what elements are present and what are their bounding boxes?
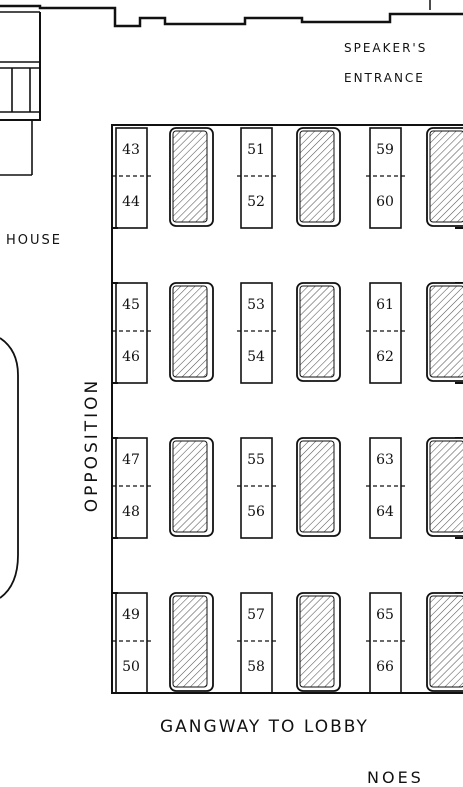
- opposition-label: OPPOSITION: [82, 377, 102, 513]
- seat-box: [240, 127, 273, 229]
- desk-hatch: [429, 595, 463, 688]
- seat-number: 57: [247, 607, 265, 623]
- desk-hatch: [299, 285, 335, 378]
- seat-number: 52: [247, 194, 265, 210]
- seat-box: [369, 127, 402, 229]
- desk-hatch: [172, 285, 208, 378]
- desk-hatch: [429, 440, 463, 533]
- gangway-label: GANGWAY TO LOBBY: [160, 717, 369, 737]
- seat-number: 45: [122, 297, 140, 313]
- seat-number: 48: [122, 504, 140, 520]
- seat-number: 59: [376, 142, 394, 158]
- seat-number: 63: [376, 452, 394, 468]
- top-wall: [0, 0, 463, 121]
- seat-box: [240, 592, 273, 694]
- seat-box: [240, 282, 273, 384]
- desk-hatch: [299, 595, 335, 688]
- entrance-label: ENTRANCE: [344, 71, 425, 85]
- desk-hatch: [299, 440, 335, 533]
- seat-number: 62: [376, 349, 394, 365]
- seat-number: 65: [376, 607, 394, 623]
- seat-box: [115, 437, 148, 539]
- seat-number: 49: [122, 607, 140, 623]
- seat-box: [240, 437, 273, 539]
- desk-hatch: [172, 130, 208, 223]
- seat-number: 61: [376, 297, 394, 313]
- desk-hatch: [429, 130, 463, 223]
- desks: [169, 127, 463, 692]
- seat-number: 54: [247, 349, 265, 365]
- seat-box: [369, 437, 402, 539]
- table-outline: [0, 337, 19, 599]
- seat-box: [115, 127, 148, 229]
- seat-box: [115, 282, 148, 384]
- noes-label: NOES: [367, 768, 424, 787]
- seat-number: 44: [122, 194, 140, 210]
- seat-number: 43: [122, 142, 140, 158]
- seat-number: 47: [122, 452, 140, 468]
- seat-number: 60: [376, 194, 394, 210]
- seat-box: [369, 282, 402, 384]
- seat-number: 58: [247, 659, 265, 675]
- seat-number: 64: [376, 504, 394, 520]
- left-structure: [0, 61, 40, 176]
- house-label: HOUSE: [6, 233, 62, 248]
- seat-box: [115, 592, 148, 694]
- seat-number: 66: [376, 659, 394, 675]
- desk-hatch: [172, 595, 208, 688]
- seat-number: 56: [247, 504, 265, 520]
- seat-box: [369, 592, 402, 694]
- desk-hatch: [172, 440, 208, 533]
- speakers-label: SPEAKER'S: [344, 41, 428, 55]
- desk-hatch: [429, 285, 463, 378]
- seat-number: 53: [247, 297, 265, 313]
- desk-hatch: [299, 130, 335, 223]
- seat-number: 50: [122, 659, 140, 675]
- seat-number: 51: [247, 142, 265, 158]
- bench-frame: [111, 124, 463, 694]
- seat-boxes: [112, 127, 405, 694]
- seat-number: 55: [247, 452, 265, 468]
- seat-number: 46: [122, 349, 140, 365]
